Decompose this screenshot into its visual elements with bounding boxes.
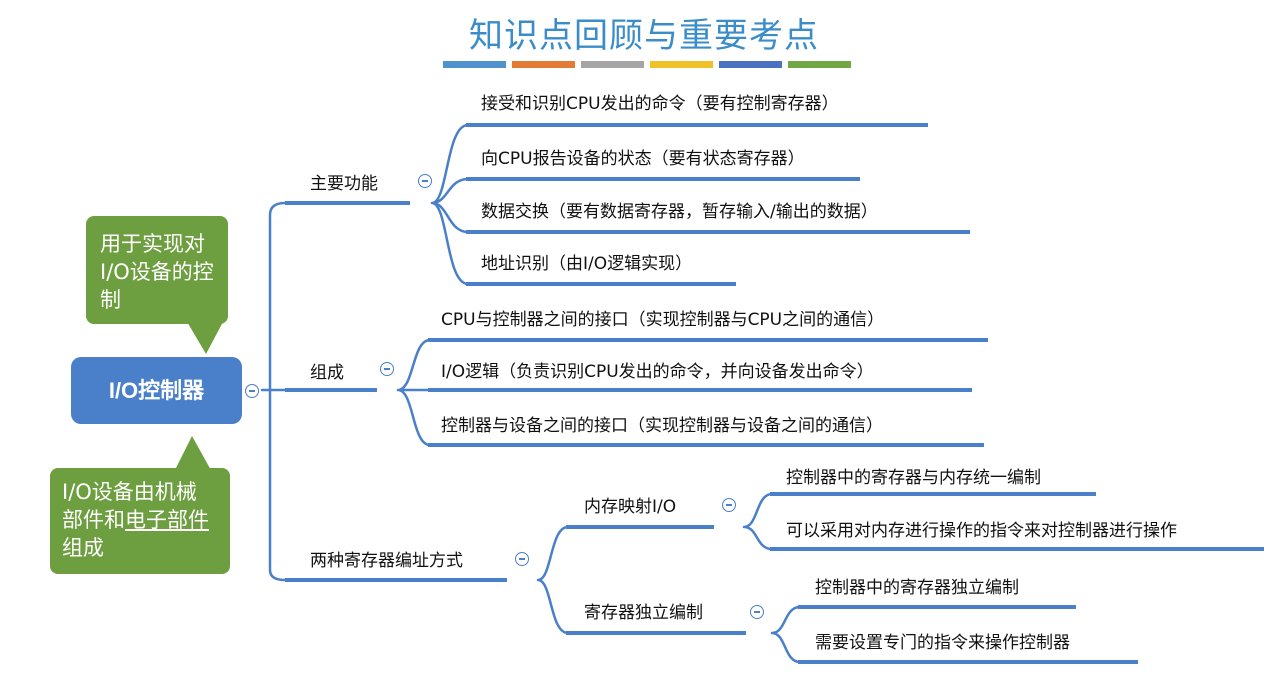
leaf-item: CPU与控制器之间的接口（实现控制器与CPU之间的通信） [441, 310, 885, 330]
underline [770, 492, 1096, 496]
branch-main-function: 主要功能 [310, 174, 378, 194]
leaf-item: 可以采用对内存进行操作的指令来对控制器进行操作 [786, 521, 1177, 541]
color-bar [443, 61, 506, 68]
callout-text-underlined: 电子部件 [125, 508, 209, 532]
branch-composition: 组成 [310, 363, 344, 383]
branch-addressing: 两种寄存器编址方式 [310, 551, 463, 571]
underline [428, 338, 988, 342]
color-bar [650, 61, 713, 68]
callout-purpose-text: 用于实现对I/O设备的控制 [100, 232, 214, 312]
underline [466, 282, 736, 286]
collapse-icon[interactable] [515, 552, 529, 566]
leaf-item: 控制器中的寄存器独立编制 [815, 578, 1019, 598]
underline [285, 388, 377, 392]
color-bar [719, 61, 782, 68]
leaf-item: 接受和识别CPU发出的命令（要有控制寄存器） [481, 94, 839, 114]
underline [798, 660, 1138, 664]
underline [428, 388, 972, 392]
leaf-item: 向CPU报告设备的状态（要有状态寄存器） [481, 149, 805, 169]
leaf-item: 需要设置专门的指令来操作控制器 [815, 633, 1070, 653]
color-bar [788, 61, 851, 68]
underline [798, 605, 1076, 609]
callout-purpose: 用于实现对I/O设备的控制 [86, 216, 228, 354]
collapse-icon[interactable] [380, 362, 394, 376]
collapse-icon[interactable] [722, 498, 736, 512]
leaf-item: I/O逻辑（负责识别CPU发出的命令，并向设备发出命令） [441, 362, 874, 382]
collapse-icon[interactable] [750, 605, 764, 619]
sub-branch-memory-mapped: 内存映射I/O [584, 497, 677, 517]
leaf-item: 控制器中的寄存器与内存统一编制 [786, 468, 1041, 488]
callout-pointer [186, 320, 224, 354]
callout-text-plain: I/O设备由机械部件和 [62, 480, 197, 532]
leaf-item: 控制器与设备之间的接口（实现控制器与设备之间的通信） [441, 416, 883, 436]
underline [466, 177, 860, 181]
root-node: I/O控制器 [71, 357, 242, 424]
collapse-icon[interactable] [245, 384, 259, 398]
underline [466, 230, 970, 234]
page-title: 知识点回顾与重要考点 [469, 16, 819, 56]
underline [770, 547, 1264, 551]
underline [466, 123, 928, 127]
underline [285, 578, 507, 582]
title-color-bars [443, 61, 851, 69]
underline [428, 443, 984, 447]
sub-branch-independent: 寄存器独立编制 [584, 603, 703, 623]
underline [285, 201, 410, 205]
underline [566, 525, 714, 529]
color-bar [581, 61, 644, 68]
color-bar [512, 61, 575, 68]
collapse-icon[interactable] [418, 174, 432, 188]
leaf-item: 数据交换（要有数据寄存器，暂存输入/输出的数据） [481, 202, 878, 222]
callout-pointer [174, 436, 212, 472]
underline [566, 631, 746, 635]
callout-text-plain: 组成 [62, 536, 104, 560]
leaf-item: 地址识别（由I/O逻辑实现） [481, 254, 693, 274]
callout-composition-text: I/O设备由机械部件和电子部件组成 [62, 478, 212, 562]
callout-composition: I/O设备由机械部件和电子部件组成 [50, 436, 230, 574]
